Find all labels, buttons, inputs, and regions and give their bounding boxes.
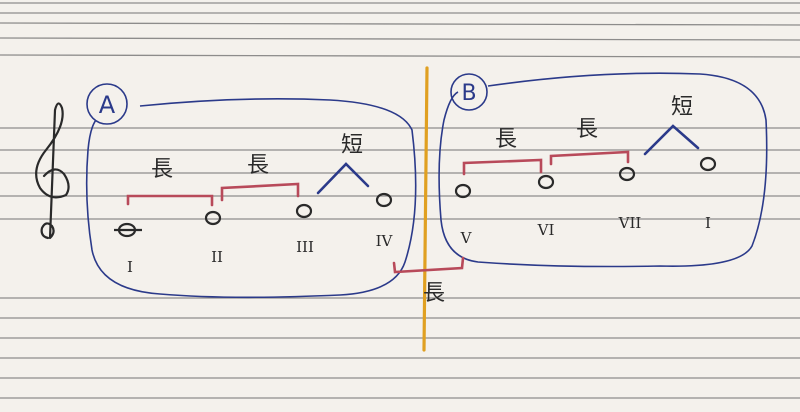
note-a4 [375,192,393,208]
interval-a2-label: 長 [247,153,269,178]
group-a-circle [86,83,128,125]
note-b4 [699,156,717,172]
degree-a1: I [127,258,133,276]
group-a-label: A [99,91,116,119]
bridge-bracket [392,256,465,274]
bracket-a2 [220,182,300,202]
interval-a3-label: 短 [341,133,363,158]
bracket-a1 [126,194,214,207]
interval-b1-label: 長 [495,127,517,152]
group-b-brackets [462,124,700,176]
group-b-label: B [461,81,476,106]
degree-a2: II [211,248,223,266]
interval-b2-label: 長 [576,117,598,142]
group-a-notes [114,192,393,238]
note-b2 [537,174,555,190]
caret-b3 [643,124,700,156]
bracket-b1 [462,158,543,176]
interval-a1-label: 長 [151,157,173,182]
interval-b3-label: 短 [671,95,693,120]
note-a3 [295,203,313,219]
degree-b4: I [705,214,711,232]
group-a-brackets [126,162,370,207]
treble-clef-icon [35,102,70,240]
note-b1 [454,183,472,199]
note-b3 [618,166,636,182]
bridge-label: 長 [423,281,445,306]
degree-b3: VII [618,214,642,232]
group-b-outline [438,72,768,268]
degree-a4: IV [376,232,394,250]
degree-b1: V [460,229,473,247]
caret-a3 [316,162,370,195]
group-a-outline [85,98,417,299]
group-b-circle [450,73,488,111]
degree-a3: III [296,238,314,256]
divider-line [422,66,429,352]
note-a2 [204,210,222,226]
degree-b2: VI [537,221,555,239]
bracket-b2 [549,150,630,166]
group-b-notes [454,156,717,199]
staff-lines [0,2,800,399]
